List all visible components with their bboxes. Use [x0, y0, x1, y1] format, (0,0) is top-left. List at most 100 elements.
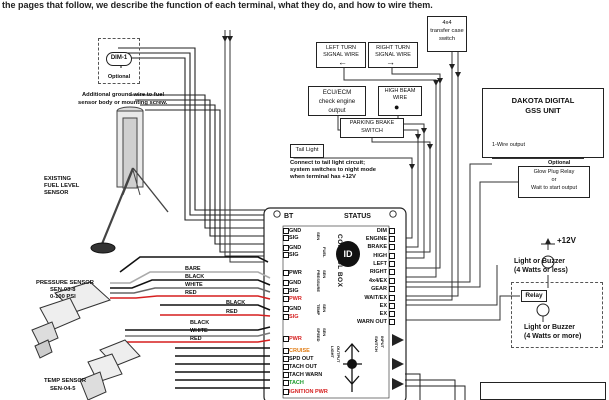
right-turn-box: [368, 42, 418, 68]
pad-right: [389, 253, 395, 259]
pad-left: [283, 336, 289, 342]
pad-left: [283, 306, 289, 312]
wire-white-label-2: WHITE: [190, 328, 208, 334]
pad-right: [389, 236, 395, 242]
side-label-fuel-2: FUEL: [322, 247, 327, 258]
terminal-gnd-2[interactable]: GND: [289, 245, 302, 251]
wire-black-label-3: BLACK: [190, 320, 210, 326]
terminal-tach-out[interactable]: TACH OUT: [289, 364, 318, 370]
transfer-case-line3: switch: [438, 36, 456, 42]
header-text: the pages that follow, we describe the f…: [2, 0, 433, 10]
terminal-left[interactable]: LEFT: [373, 261, 387, 267]
pad-right: [389, 244, 395, 250]
relay-label: Relay: [525, 292, 543, 299]
terminal-dim[interactable]: DIM: [376, 228, 387, 234]
terminal-warn-out[interactable]: WARN OUT: [357, 319, 387, 325]
fuel-sensor-label-1: EXISTING: [44, 176, 72, 182]
buzzer1-line1: Light or Buzzer: [514, 258, 565, 265]
glow-plug-line1: Glow Plug Relay: [533, 169, 575, 175]
terminal-gear[interactable]: GEAR: [371, 286, 387, 292]
pad-right: [389, 278, 395, 284]
side-label-speed-2: SEN: [322, 328, 327, 337]
terminal-pwr-3[interactable]: PWR: [289, 336, 302, 342]
pad-left: [283, 270, 289, 276]
glow-plug-line3: Wait to start output: [531, 185, 577, 191]
ground-note-line1: Additional ground wire to fuel: [82, 92, 165, 98]
terminal-sig-1[interactable]: SIG: [289, 235, 299, 241]
terminal-pwr-1[interactable]: PWR: [289, 270, 302, 276]
pad-left: [283, 356, 289, 362]
ecu-line2: check engine: [318, 98, 356, 105]
tail-light-box: [290, 144, 324, 158]
terminal-4x4-ex[interactable]: 4x4/EX: [368, 278, 387, 284]
terminal-tach-warn[interactable]: TACH WARN: [289, 372, 323, 378]
terminal-sig-4[interactable]: SIG: [289, 314, 299, 320]
right-turn-line1: RIGHT TURN: [376, 45, 410, 51]
pad-left: [283, 380, 289, 386]
tail-note-line1: Connect to tail light circuit;: [290, 160, 366, 166]
dim1-optional: Optional: [107, 74, 131, 80]
terminal-sig-3[interactable]: SIG: [289, 288, 299, 294]
pad-left: [283, 252, 289, 258]
terminal-high[interactable]: HIGH: [373, 253, 387, 259]
terminal-engine[interactable]: ENGINE: [365, 236, 387, 242]
gss-optional-underline: [492, 158, 584, 159]
pad-right: [389, 303, 395, 309]
left-turn-line1: LEFT TURN: [325, 45, 357, 51]
terminal-gnd-1[interactable]: GND: [289, 228, 302, 234]
terminal-gnd-4[interactable]: GND: [289, 306, 302, 312]
terminal-brake[interactable]: BRAKE: [367, 244, 387, 250]
fuel-sensor-label-2: FUEL LEVEL: [44, 183, 80, 189]
tail-note-line3: when terminal has +12V: [290, 174, 356, 180]
terminal-sig-2[interactable]: SIG: [289, 252, 299, 258]
gss-title-line1: DAKOTA DIGITAL: [511, 96, 575, 105]
glow-plug-line2: or: [551, 177, 557, 183]
tail-note-line2: system switches to night mode: [290, 167, 377, 173]
wire-bare-label: BARE: [185, 266, 201, 272]
high-beam-icon: ●: [394, 102, 400, 112]
ecu-box: [308, 86, 366, 116]
terminal-right[interactable]: RIGHT: [369, 269, 387, 275]
bottom-right-box: [480, 382, 606, 400]
gss-unit-box: [482, 88, 604, 158]
pad-left: [283, 245, 289, 251]
transfer-case-line2: transfer case: [430, 28, 464, 34]
fuel-sensor-label-3: SENSOR: [44, 190, 69, 196]
pad-left: [283, 296, 289, 302]
transfer-case-line1: 4x4: [442, 20, 452, 26]
terminal-ignition-pwr[interactable]: IGNITION PWR: [289, 389, 328, 395]
terminal-gnd-3[interactable]: GND: [289, 280, 302, 286]
pad-right: [389, 228, 395, 234]
terminal-cruise[interactable]: CRUISE: [289, 348, 310, 354]
side-label-fuel-1: SEN: [316, 232, 321, 241]
pad-right: [389, 261, 395, 267]
power-label: +12V: [557, 236, 576, 245]
gss-optional: Optional: [548, 160, 571, 166]
side-label-light-2: OUTPUT: [336, 346, 341, 363]
terminal-ex-2[interactable]: EX: [379, 311, 387, 317]
wire-red-label-1: RED: [185, 290, 197, 296]
terminal-pwr-2[interactable]: PWR: [289, 296, 302, 302]
temp-sensor-line2: SEN-04-5: [50, 386, 76, 392]
high-beam-line2: WIRE: [392, 95, 408, 101]
side-label-speed-1: SPEED: [316, 328, 321, 342]
pad-left: [283, 348, 289, 354]
dim1-label: DIM-1: [110, 55, 128, 61]
pressure-sensor-line1: PRESSURE SENSOR: [36, 280, 94, 286]
terminal-spd-out[interactable]: SPD OUT: [289, 356, 314, 362]
pad-left: [283, 288, 289, 294]
side-label-switch-2: INPUT: [380, 336, 385, 348]
side-label-light-1: LIGHT: [330, 346, 335, 358]
pad-right: [389, 311, 395, 317]
right-arrow-icon: →: [386, 57, 395, 67]
terminal-wait-ex[interactable]: WAIT/EX: [364, 295, 387, 301]
terminal-tach[interactable]: TACH: [289, 380, 304, 386]
pad-right: [389, 319, 395, 325]
control-box-title: CONTROL BOX: [336, 234, 343, 288]
high-beam-box: [378, 86, 422, 116]
buzzer2-line2: (4 Watts or more): [524, 333, 582, 340]
parking-brake-line2: SWITCH: [361, 128, 383, 134]
side-label-switch-1: SWITCH: [374, 336, 379, 352]
terminal-ex-1[interactable]: EX: [379, 303, 387, 309]
